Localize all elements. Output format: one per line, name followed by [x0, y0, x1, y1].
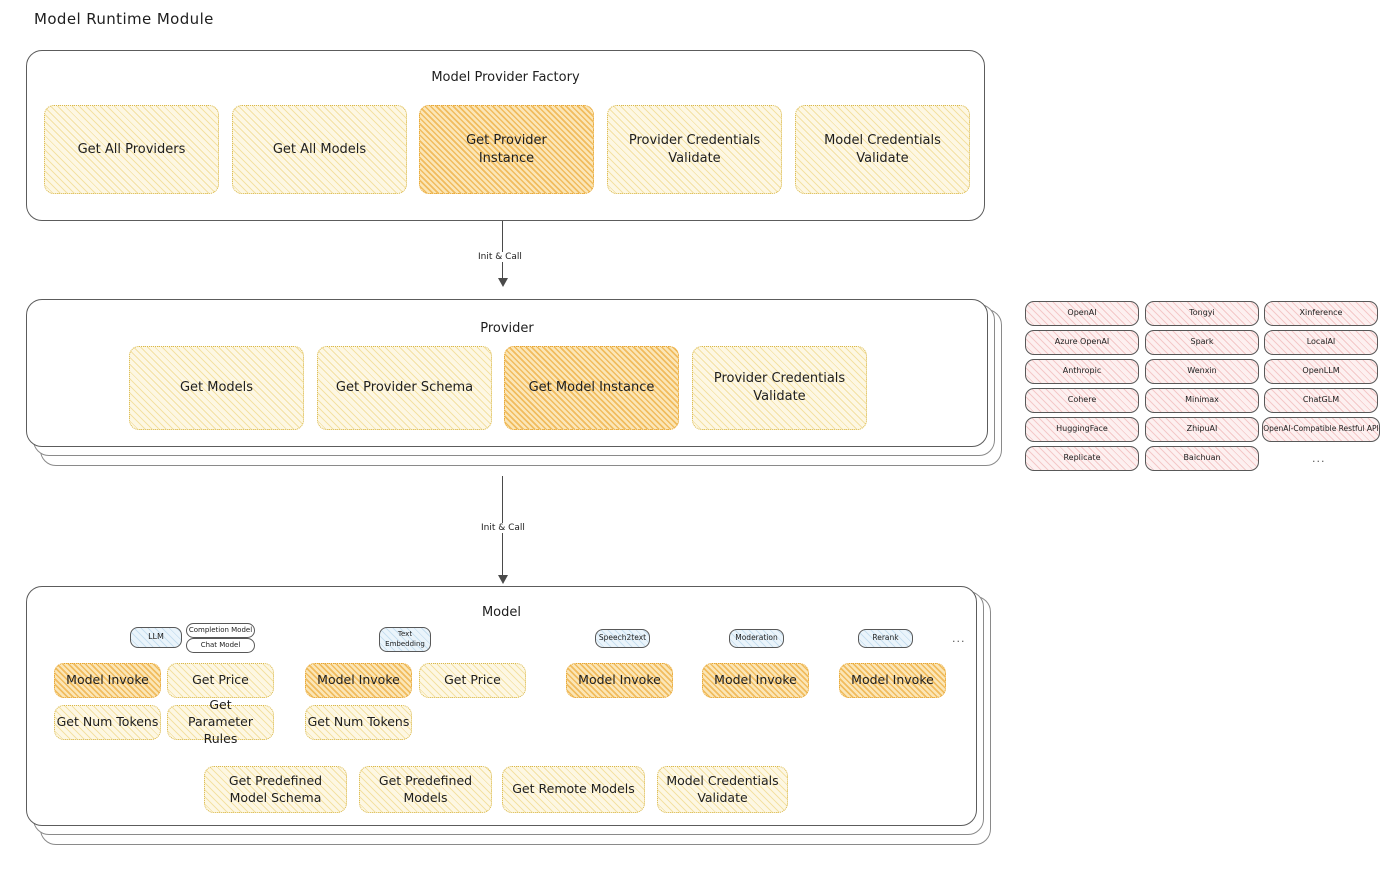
model-common-method-get-remote-models[interactable]: Get Remote Models — [502, 766, 645, 813]
model-types-more: ... — [952, 632, 966, 645]
model-common-method-get-predefined-model-schema[interactable]: Get Predefined Model Schema — [204, 766, 347, 813]
provider-chip-localai[interactable]: LocalAI — [1264, 330, 1378, 355]
provider-chip-cohere[interactable]: Cohere — [1025, 388, 1139, 413]
factory-method-get-all-models[interactable]: Get All Models — [232, 105, 407, 194]
provider-list-more: ... — [1312, 452, 1326, 465]
llm-method-get-num-tokens[interactable]: Get Num Tokens — [54, 705, 161, 740]
provider-title: Provider — [480, 321, 534, 336]
model-subtype-badge-completion-model[interactable]: Completion Model — [186, 623, 255, 638]
provider-method-get-model-instance[interactable]: Get Model Instance — [504, 346, 679, 430]
speech2text-method-model-invoke[interactable]: Model Invoke — [566, 663, 673, 698]
text-embedding-method-model-invoke[interactable]: Model Invoke — [305, 663, 412, 698]
arrow-provider-to-model-head — [498, 575, 508, 584]
provider-chip-xinference[interactable]: Xinference — [1264, 301, 1378, 326]
model-common-method-get-predefined-models[interactable]: Get Predefined Models — [359, 766, 492, 813]
factory-method-model-credentials-validate[interactable]: Model Credentials Validate — [795, 105, 970, 194]
llm-method-model-invoke[interactable]: Model Invoke — [54, 663, 161, 698]
provider-chip-azure-openai[interactable]: Azure OpenAI — [1025, 330, 1139, 355]
arrow-factory-to-provider-line — [502, 221, 504, 281]
model-type-badge-text-embedding[interactable]: Text Embedding — [379, 627, 431, 652]
provider-chip-replicate[interactable]: Replicate — [1025, 446, 1139, 471]
model-subtype-badge-chat-model[interactable]: Chat Model — [186, 638, 255, 653]
provider-chip-tongyi[interactable]: Tongyi — [1145, 301, 1259, 326]
provider-chip-zhipuai[interactable]: ZhipuAI — [1145, 417, 1259, 442]
provider-chip-openai[interactable]: OpenAI — [1025, 301, 1139, 326]
factory-method-provider-credentials-validate[interactable]: Provider Credentials Validate — [607, 105, 782, 194]
arrow-provider-to-model-label: Init & Call — [477, 523, 529, 533]
model-title: Model — [481, 605, 522, 620]
provider-chip-wenxin[interactable]: Wenxin — [1145, 359, 1259, 384]
provider-method-get-provider-schema[interactable]: Get Provider Schema — [317, 346, 492, 430]
page-title: Model Runtime Module — [34, 10, 214, 28]
model-common-method-model-credentials-validate[interactable]: Model Credentials Validate — [657, 766, 788, 813]
model-type-badge-speech2text[interactable]: Speech2text — [595, 629, 650, 648]
provider-chip-huggingface[interactable]: HuggingFace — [1025, 417, 1139, 442]
moderation-method-model-invoke[interactable]: Model Invoke — [702, 663, 809, 698]
llm-method-get-price[interactable]: Get Price — [167, 663, 274, 698]
provider-chip-minimax[interactable]: Minimax — [1145, 388, 1259, 413]
provider-chip-openllm[interactable]: OpenLLM — [1264, 359, 1378, 384]
provider-chip-anthropic[interactable]: Anthropic — [1025, 359, 1139, 384]
provider-method-provider-credentials-validate[interactable]: Provider Credentials Validate — [692, 346, 867, 430]
arrow-factory-to-provider-label: Init & Call — [474, 252, 526, 262]
llm-method-get-parameter-rules[interactable]: Get Parameter Rules — [167, 697, 274, 746]
provider-chip-spark[interactable]: Spark — [1145, 330, 1259, 355]
text-embedding-method-get-num-tokens[interactable]: Get Num Tokens — [305, 705, 412, 740]
model-type-badge-rerank[interactable]: Rerank — [858, 629, 913, 648]
provider-method-get-models[interactable]: Get Models — [129, 346, 304, 430]
text-embedding-method-get-price[interactable]: Get Price — [419, 663, 526, 698]
provider-chip-openai-compatible-restful-api[interactable]: OpenAI-Compatible Restful API — [1262, 417, 1380, 442]
provider-chip-chatglm[interactable]: ChatGLM — [1264, 388, 1378, 413]
model-provider-factory-title: Model Provider Factory — [431, 70, 580, 85]
factory-method-get-all-providers[interactable]: Get All Providers — [44, 105, 219, 194]
model-type-badge-llm[interactable]: LLM — [130, 627, 182, 648]
rerank-method-model-invoke[interactable]: Model Invoke — [839, 663, 946, 698]
model-type-badge-moderation[interactable]: Moderation — [729, 629, 784, 648]
arrow-factory-to-provider-head — [498, 278, 508, 287]
provider-chip-baichuan[interactable]: Baichuan — [1145, 446, 1259, 471]
factory-method-get-provider-instance[interactable]: Get Provider Instance — [419, 105, 594, 194]
